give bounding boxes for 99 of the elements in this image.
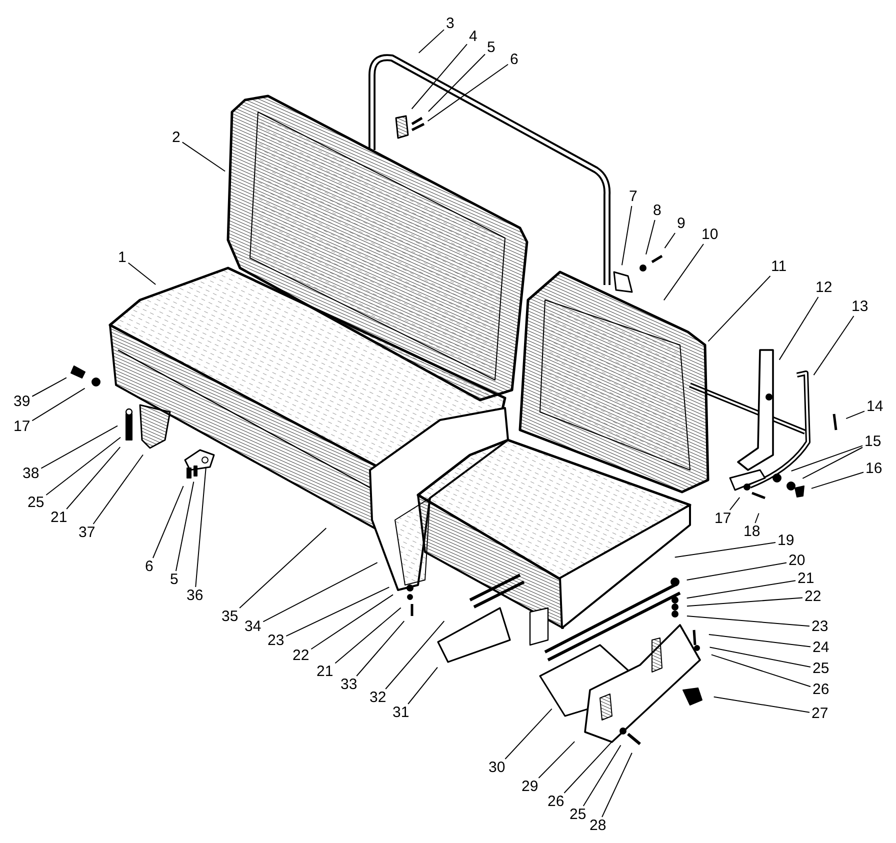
leader-line — [646, 220, 656, 255]
callout-number: 22 — [292, 648, 310, 664]
callout-number: 25 — [568, 807, 588, 823]
leader-line — [46, 436, 122, 496]
leader-line — [40, 425, 118, 469]
callout-number: 31 — [392, 705, 410, 721]
callout-number: 17 — [714, 511, 732, 527]
leader-line — [239, 528, 327, 608]
leader-line — [708, 276, 771, 342]
callout-number: 23 — [810, 619, 830, 635]
leader-line — [810, 472, 864, 489]
leader-line — [686, 616, 810, 627]
callout-number: 26 — [812, 682, 830, 698]
leader-line — [674, 542, 776, 558]
callout-number: 15 — [864, 434, 882, 450]
callout-number: 1 — [117, 250, 128, 266]
callout-number: 18 — [742, 524, 762, 540]
callout-number: 23 — [266, 633, 286, 649]
callout-number: 33 — [340, 677, 358, 693]
callout-number: 30 — [488, 760, 506, 776]
callout-number: 21 — [50, 510, 68, 526]
callout-number: 8 — [652, 203, 662, 219]
leader-line — [175, 481, 194, 572]
leader-line — [32, 377, 67, 397]
leader-line — [66, 446, 121, 510]
callout-number: 5 — [486, 40, 496, 56]
callout-number: 22 — [804, 589, 822, 605]
callout-number: 26 — [546, 794, 566, 810]
leader-line — [621, 206, 632, 266]
callout-number: 7 — [628, 189, 638, 205]
callout-number: 13 — [850, 299, 870, 315]
leader-line — [663, 244, 704, 301]
leader-line — [385, 620, 445, 690]
leader-line — [802, 446, 863, 479]
leader-line — [310, 594, 394, 650]
callout-number: 6 — [144, 559, 154, 575]
callout-number: 21 — [316, 664, 334, 680]
leader-line — [686, 562, 787, 580]
leader-line — [664, 232, 676, 249]
callout-number: 6 — [509, 52, 520, 68]
callout-number: 12 — [814, 280, 834, 296]
leader-line — [356, 620, 405, 676]
leader-line — [334, 607, 402, 664]
leader-line — [709, 646, 811, 668]
callout-number: 11 — [770, 259, 788, 275]
leader-line — [778, 296, 819, 360]
leader-line — [418, 29, 444, 54]
callout-number: 32 — [368, 690, 388, 706]
leader-line — [182, 142, 226, 172]
callout-number: 24 — [812, 640, 830, 656]
leader-line — [32, 388, 86, 422]
callout-number: 4 — [468, 29, 478, 45]
callout-number: 36 — [186, 588, 204, 604]
callout-number: 2 — [171, 130, 182, 146]
callout-number: 20 — [788, 553, 806, 569]
callout-number: 9 — [676, 216, 686, 232]
callout-number: 38 — [22, 466, 40, 482]
callout-number: 37 — [78, 525, 96, 541]
leader-line — [286, 586, 390, 637]
callout-number: 27 — [810, 706, 830, 722]
leader-line — [411, 44, 468, 110]
leader-line — [582, 744, 622, 806]
leader-line — [846, 410, 865, 420]
leader-line — [713, 696, 810, 713]
callout-number: 25 — [26, 495, 46, 511]
leader-line — [428, 54, 486, 112]
leader-line — [504, 708, 552, 760]
callout-number: 17 — [12, 419, 32, 435]
leader-line — [538, 741, 576, 778]
leader-line — [427, 64, 508, 122]
leader-line — [602, 752, 632, 818]
callout-number: 3 — [445, 16, 456, 32]
callout-number: 35 — [220, 609, 240, 625]
leader-line — [408, 666, 438, 704]
callout-number: 14 — [866, 399, 884, 415]
leader-line — [754, 512, 760, 524]
callout-number: 29 — [520, 779, 540, 795]
leader-line — [128, 262, 156, 286]
leader-line — [790, 445, 863, 472]
leader-line — [152, 486, 184, 558]
callout-number: 21 — [796, 571, 816, 587]
callout-number: 25 — [812, 661, 830, 677]
leader-line — [710, 654, 811, 688]
callout-number: 34 — [244, 619, 262, 635]
leader-line — [686, 580, 796, 599]
callout-number: 5 — [169, 572, 180, 588]
leader-line — [729, 496, 740, 510]
callout-number: 28 — [588, 818, 608, 834]
leader-line — [195, 466, 206, 588]
leader-line — [262, 562, 378, 622]
leader-line — [564, 741, 612, 794]
leader-line — [92, 454, 144, 524]
callout-number: 19 — [776, 533, 796, 549]
callout-number: 39 — [12, 394, 32, 410]
leader-line — [686, 597, 803, 607]
leader-line — [813, 316, 854, 376]
callout-number: 10 — [700, 227, 720, 243]
callout-number: 16 — [864, 461, 884, 477]
leader-line — [708, 634, 811, 648]
